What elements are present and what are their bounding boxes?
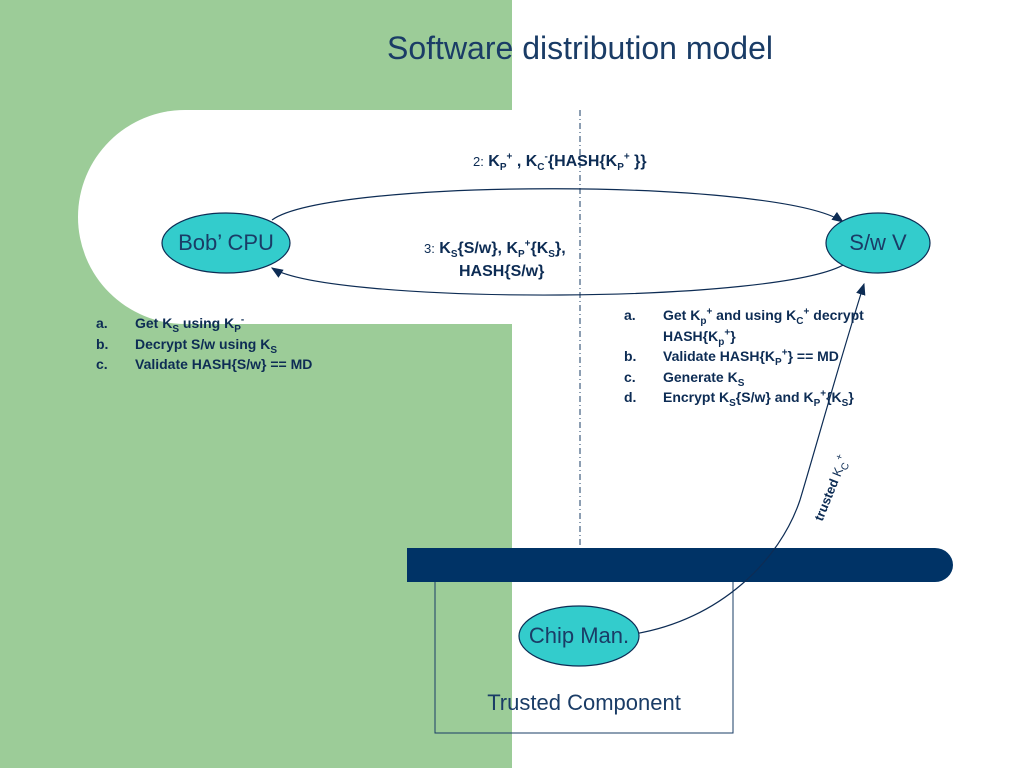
bob-cpu-node bbox=[161, 212, 291, 274]
list-item: b.Validate HASH{KP+} == MD bbox=[624, 347, 839, 368]
bob-steps-list: a.Get KS using KP- b.Decrypt S/w using K… bbox=[96, 313, 312, 375]
list-item: a.Get KS using KP- bbox=[96, 314, 245, 335]
list-item: d.Encrypt KS{S/w} and KP+{KS} bbox=[624, 388, 854, 409]
arrow-message-2 bbox=[271, 188, 844, 223]
trusted-component-label: Trusted Component bbox=[487, 690, 681, 715]
bob-cpu-label: Bob’ CPU bbox=[178, 230, 274, 255]
message-3-label-line2: HASH{S/w} bbox=[459, 263, 545, 280]
white-rounded-band bbox=[78, 110, 512, 324]
message-2-label: 2: KP+ , KC-{HASH{KP+ }} bbox=[473, 151, 647, 174]
list-item: b.Decrypt S/w using KS bbox=[96, 335, 278, 356]
arrow-message-3 bbox=[270, 261, 849, 296]
arrow-trusted-key bbox=[633, 282, 866, 635]
list-item: c.Validate HASH{S/w} == MD bbox=[96, 356, 313, 372]
sw-vendor-node bbox=[825, 212, 931, 274]
sw-vendor-label: S/w V bbox=[849, 230, 907, 255]
chip-manufacturer-label: Chip Man. bbox=[528, 623, 630, 648]
page-title: Software distribution model bbox=[387, 30, 773, 66]
chip-manufacturer-node bbox=[518, 605, 640, 667]
list-item: c.Generate KS bbox=[624, 368, 745, 389]
navy-bar bbox=[407, 548, 953, 582]
message-3-label: 3: KS{S/w}, KP+{KS}, bbox=[424, 238, 566, 261]
